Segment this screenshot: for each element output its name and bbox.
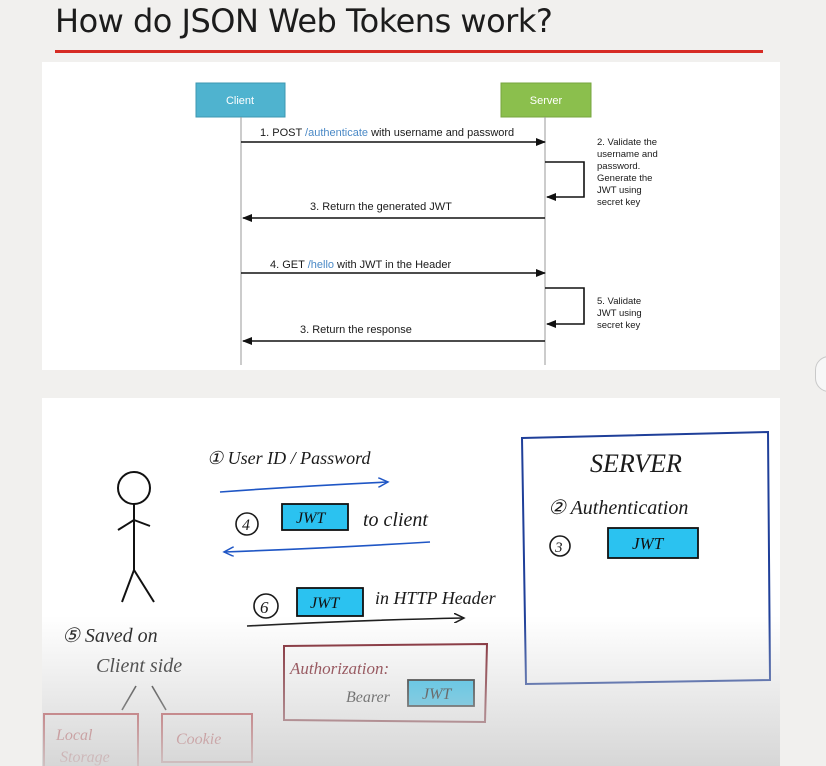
step2-label: 2. Validate the username and password. G… — [597, 137, 660, 208]
step3-number-circle — [549, 535, 571, 557]
sequence-diagram-panel: Client Server 1. POST /authenticate with… — [42, 62, 780, 370]
bearer-jwt-text: JWT — [422, 686, 452, 703]
bearer-label: Bearer — [346, 689, 391, 706]
handdrawn-diagram-panel: ① User ID / Password 4 JWT to client SER… — [42, 398, 780, 766]
step3b-label: 3. Return the response — [300, 324, 412, 336]
authorization-label: Authorization: — [289, 659, 389, 678]
step4-jwt-text: JWT — [296, 510, 326, 527]
step3-number: 3 — [554, 540, 563, 556]
step5-line2: Client side — [96, 655, 182, 677]
storage-split-arrows — [121, 685, 167, 711]
step6-sketch-arrow — [246, 618, 464, 627]
server-box — [500, 82, 592, 118]
step4-label: 4. GET /hello with JWT in the Header — [270, 259, 452, 271]
to-client-label: to client — [363, 509, 428, 531]
server-label: Server — [530, 95, 563, 107]
step4-jwt-token — [281, 503, 349, 531]
page-title: How do JSON Web Tokens work? — [55, 2, 553, 40]
step1-sketch-label: ① User ID / Password — [207, 448, 371, 468]
step1-label: 1. POST /authenticate with username and … — [260, 127, 514, 139]
step5-loop — [545, 287, 585, 328]
server-sketch-label: SERVER — [590, 449, 682, 478]
step5-label: 5. Validate JWT using secret key — [597, 296, 644, 331]
step6-number: 6 — [260, 598, 269, 617]
local-label: Local — [55, 727, 93, 744]
step4-number-circle — [235, 512, 259, 536]
client-box — [195, 82, 286, 118]
in-header-label: in HTTP Header — [375, 588, 497, 608]
side-scroll-button[interactable] — [815, 356, 826, 392]
step3-jwt-token — [607, 527, 699, 559]
step5-line1: ⑤ Saved on — [62, 625, 158, 647]
cookie-label: Cookie — [176, 731, 221, 748]
step2-sketch-label: ② Authentication — [548, 497, 688, 519]
client-label: Client — [226, 95, 254, 107]
user-stick-figure — [117, 471, 155, 603]
step6-jwt-text: JWT — [310, 595, 340, 612]
step3-jwt-text: JWT — [632, 534, 665, 553]
step4-number: 4 — [242, 517, 250, 534]
step1-sketch-arrow — [219, 482, 388, 493]
title-divider — [55, 50, 763, 53]
step3a-label: 3. Return the generated JWT — [310, 201, 452, 213]
storage-label: Storage — [60, 749, 110, 766]
step4-sketch-arrow — [224, 541, 431, 552]
step2-loop — [545, 161, 585, 201]
